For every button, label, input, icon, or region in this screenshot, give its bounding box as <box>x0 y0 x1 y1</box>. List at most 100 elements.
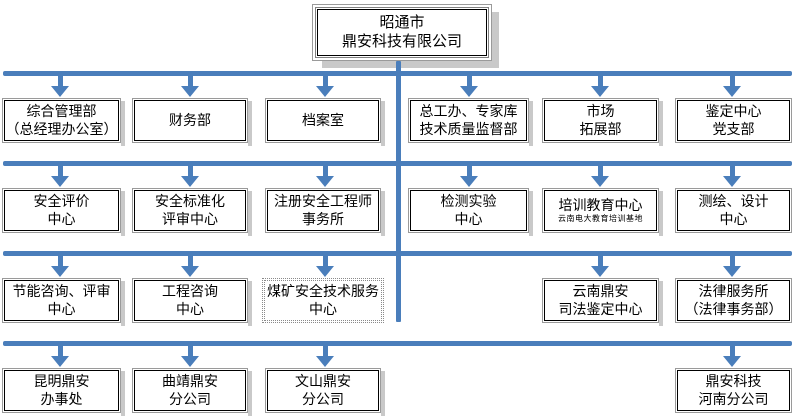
row-1-drop-col-2 <box>188 71 193 87</box>
node-row1-col3-shadow <box>381 101 385 146</box>
node-row4-col3[interactable]: 文山鼎安 分公司 <box>265 368 381 413</box>
node-label: 注册安全工程师 <box>274 193 372 210</box>
row-3-arrow-col-1 <box>51 266 69 277</box>
node-row1-col4-shadow <box>529 101 533 146</box>
node-row1-col3[interactable]: 档案室 <box>265 98 381 143</box>
node-row3-col1[interactable]: 节能咨询、评审 中心 <box>2 278 121 323</box>
node-row3-col1-shadow <box>121 281 125 326</box>
row-2-drop-col-5 <box>598 161 603 177</box>
node-label: 煤矿安全技术服务 <box>267 283 379 300</box>
row-4-drop-col-6 <box>730 341 735 357</box>
node-label: 事务所 <box>302 210 344 227</box>
row-1-arrow-col-1 <box>51 86 69 97</box>
row-3-drop-col-1 <box>58 251 63 267</box>
main-vertical-trunk <box>396 72 401 322</box>
node-row3-col3[interactable]: 煤矿安全技术服务 中心 <box>262 278 384 323</box>
row-3-bus <box>3 251 792 256</box>
node-label: 财务部 <box>169 111 211 128</box>
root-node-line-1: 昭通市 <box>379 13 425 31</box>
node-label: 安全标准化 <box>155 193 225 210</box>
node-label: 工程咨询 <box>162 283 218 300</box>
node-row2-col2[interactable]: 安全标准化 评审中心 <box>132 188 248 233</box>
row-2-bus <box>3 161 792 166</box>
node-row2-col3[interactable]: 注册安全工程师 事务所 <box>265 188 381 233</box>
node-label: 鼎安科技 <box>705 373 762 390</box>
node-label: 党支部 <box>712 120 755 137</box>
row-2-arrow-col-3 <box>316 176 334 187</box>
node-label: 评审中心 <box>162 210 218 227</box>
row-1-arrow-col-6 <box>723 86 741 97</box>
row-1-drop-col-4 <box>467 71 472 87</box>
row-2-drop-col-2 <box>188 161 193 177</box>
node-label: 鉴定中心 <box>705 103 762 120</box>
node-row3-col6[interactable]: 法律服务所 （法律事务部） <box>675 278 792 323</box>
row-3-drop-col-5 <box>598 251 603 267</box>
row-4-drop-col-1 <box>58 341 63 357</box>
node-row2-col1[interactable]: 安全评价 中心 <box>2 188 121 233</box>
node-label: 曲靖鼎安 <box>162 373 218 390</box>
node-row4-col2[interactable]: 曲靖鼎安 分公司 <box>132 368 248 413</box>
node-label: 中心 <box>309 300 337 317</box>
row-2-arrow-col-2 <box>181 176 199 187</box>
node-sublabel: 云南电大教育培训基地 <box>558 214 643 224</box>
node-row1-col1-shadow <box>121 101 125 146</box>
row-1-arrow-col-4 <box>460 86 478 97</box>
row-2-drop-col-1 <box>58 161 63 177</box>
row-4-drop-col-2 <box>188 341 193 357</box>
row-3-drop-col-3 <box>323 251 328 267</box>
node-label: 中心 <box>719 210 748 227</box>
root-node-line-2: 鼎安科技有限公司 <box>341 32 462 50</box>
row-3-drop-col-2 <box>188 251 193 267</box>
row-2-drop-col-3 <box>323 161 328 177</box>
row-3-arrow-col-5 <box>591 266 609 277</box>
node-label: 拓展部 <box>579 120 622 137</box>
row-4-arrow-col-1 <box>51 356 69 367</box>
node-label: 云南鼎安 <box>572 283 629 300</box>
node-label: 法律服务所 <box>698 283 769 300</box>
node-row4-col1[interactable]: 昆明鼎安 办事处 <box>2 368 121 413</box>
row-2-drop-col-4 <box>467 161 472 177</box>
node-row4-col1-shadow <box>121 371 125 416</box>
node-row3-col5[interactable]: 云南鼎安 司法鉴定中心 <box>542 278 659 323</box>
node-row2-col4[interactable]: 检测实验 中心 <box>408 188 529 233</box>
row-1-drop-col-3 <box>323 71 328 87</box>
node-row2-col5-shadow <box>659 191 663 236</box>
row-4-arrow-col-3 <box>316 356 334 367</box>
row-1-drop-col-6 <box>730 71 735 87</box>
row-3-arrow-col-3 <box>316 266 334 277</box>
node-label: 河南分公司 <box>698 390 769 407</box>
row-1-bus <box>3 71 792 76</box>
node-row1-col5[interactable]: 市场 拓展部 <box>542 98 659 143</box>
node-label: 中心 <box>176 300 204 317</box>
node-row3-col2[interactable]: 工程咨询 中心 <box>132 278 248 323</box>
node-row4-col3-shadow <box>381 371 385 416</box>
node-row1-col1[interactable]: 综合管理部 （总经理办公室） <box>2 98 121 143</box>
row-1-arrow-col-3 <box>316 86 334 97</box>
row-1-arrow-col-5 <box>591 86 609 97</box>
node-row2-col2-shadow <box>248 191 252 236</box>
node-row3-col5-shadow <box>659 281 663 326</box>
node-row1-col4[interactable]: 总工办、专家库 技术质量监督部 <box>408 98 529 143</box>
node-row4-col2-shadow <box>248 371 252 416</box>
node-row1-col5-shadow <box>659 101 663 146</box>
row-4-arrow-col-6 <box>723 356 741 367</box>
node-row1-col6[interactable]: 鉴定中心 党支部 <box>675 98 792 143</box>
row-3-arrow-col-2 <box>181 266 199 277</box>
root-trunk-connector <box>396 61 401 75</box>
node-row4-col6[interactable]: 鼎安科技 河南分公司 <box>675 368 792 413</box>
node-label: 文山鼎安 <box>295 373 351 390</box>
node-label: 中心 <box>454 210 483 227</box>
node-row1-col2[interactable]: 财务部 <box>132 98 248 143</box>
node-row2-col6[interactable]: 测绘、设计 中心 <box>675 188 792 233</box>
node-label: 市场 <box>586 103 615 120</box>
node-label: 分公司 <box>169 390 211 407</box>
root-node[interactable]: 昭通市 鼎安科技有限公司 <box>312 4 492 61</box>
node-label: 档案室 <box>302 111 344 128</box>
node-label: 综合管理部 <box>26 103 97 120</box>
row-3-arrow-col-6 <box>723 266 741 277</box>
row-2-arrow-col-4 <box>460 176 478 187</box>
row-1-drop-col-1 <box>58 71 63 87</box>
node-row2-col5[interactable]: 培训教育中心 云南电大教育培训基地 <box>542 188 659 233</box>
row-2-drop-col-6 <box>730 161 735 177</box>
